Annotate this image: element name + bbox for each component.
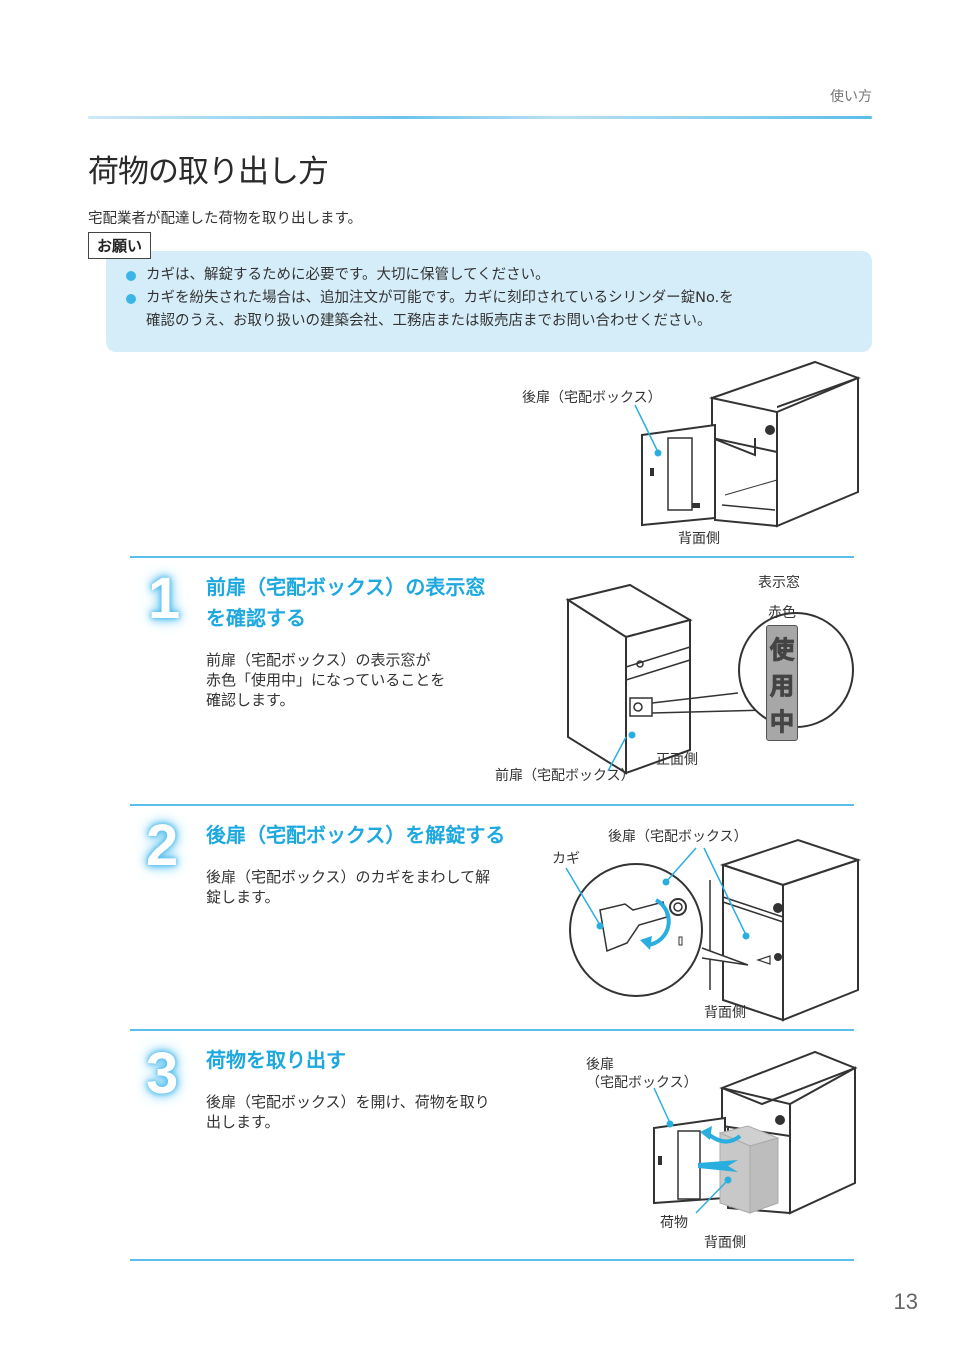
section-label: 使い方 [830, 89, 872, 105]
callout-rear-door: 後扉（宅配ボックス） [608, 829, 748, 845]
callout-back-side: 背面側 [704, 1235, 746, 1251]
step-3-description: 後扉（宅配ボックス）を開け、荷物を取り 出します。 [206, 1093, 490, 1131]
bullet-icon [126, 271, 136, 281]
callout-key: カギ [552, 851, 580, 867]
page-number: 13 [893, 1289, 918, 1314]
remove-package-illustration [653, 1050, 858, 1215]
step-number-3: 3 [146, 1041, 179, 1106]
step-divider [130, 556, 854, 558]
step-2-description: 後扉（宅配ボックス）のカギをまわして解 錠します。 [206, 868, 491, 906]
unlock-illustration [565, 838, 862, 1022]
step-1-description: 前扉（宅配ボックス）の表示窓が 赤色「使用中」になっていることを 確認します。 [206, 651, 446, 709]
step-divider [130, 1259, 854, 1261]
callout-rear-door: 後扉（宅配ボックス） [522, 390, 662, 406]
callout-display-window: 表示窓 [758, 575, 800, 591]
callout-package: 荷物 [660, 1215, 688, 1231]
notice-box: カギは、解錠するために必要です。大切に保管してください。 カギを紛失された場合は… [106, 251, 872, 352]
header-decorative-line [88, 116, 872, 119]
label-red: 赤色 [768, 605, 796, 621]
in-use-indicator: 使 用 中 [766, 625, 798, 741]
callout-back-side: 背面側 [678, 531, 720, 547]
notice-item: カギは、解錠するために必要です。大切に保管してください。 [124, 264, 872, 287]
callout-rear-door: 後扉 （宅配ボックス） [586, 1057, 698, 1091]
bullet-icon [126, 294, 136, 304]
page-title: 荷物の取り出し方 [88, 154, 329, 190]
step-1-title: 前扉（宅配ボックス）の表示窓 を確認する [206, 575, 486, 630]
notice-item: カギを紛失された場合は、追加注文が可能です。カギに刻印されているシリンダー錠No… [124, 287, 872, 333]
step-3-title: 荷物を取り出す [206, 1048, 346, 1072]
callout-front-side: 正面側 [656, 752, 698, 768]
step-2-title: 後扉（宅配ボックス）を解錠する [206, 823, 506, 847]
step-number-1: 1 [148, 566, 181, 631]
callout-back-side: 背面側 [704, 1005, 746, 1021]
rear-box-open-illustration [634, 360, 861, 528]
intro-text: 宅配業者が配達した荷物を取り出します。 [88, 211, 363, 227]
step-number-2: 2 [146, 813, 179, 878]
notice-tag: お願い [88, 232, 152, 259]
callout-front-door: 前扉（宅配ボックス） [495, 768, 635, 784]
front-box-illustration [565, 583, 854, 775]
step-divider [130, 804, 854, 806]
step-divider [130, 1029, 854, 1031]
